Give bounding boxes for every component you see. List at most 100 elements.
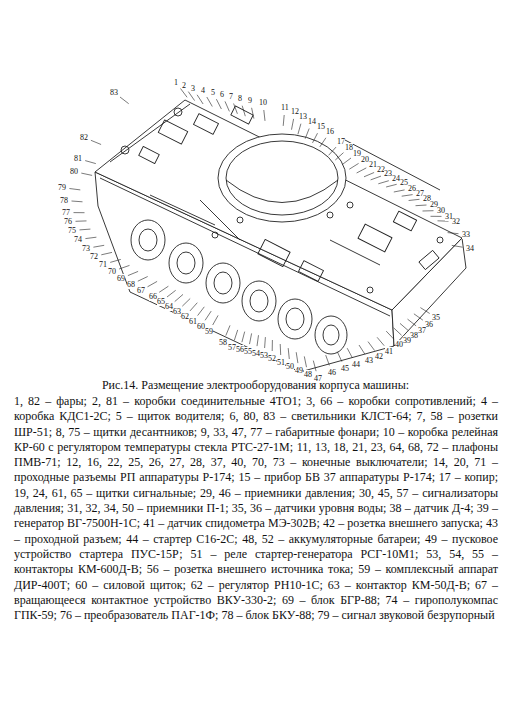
- glacis-edge: [110, 104, 190, 162]
- callout-number: 49: [295, 366, 303, 375]
- leader-line: [280, 344, 282, 355]
- callout-number: 66: [149, 292, 157, 301]
- callout-number: 63: [173, 307, 181, 316]
- callout-number: 79: [58, 183, 66, 192]
- callout-number: 5: [211, 88, 215, 97]
- callout-number: 53: [260, 351, 268, 360]
- callout-number: 39: [403, 336, 411, 345]
- leader-line: [357, 168, 367, 173]
- callout-number: 37: [418, 326, 426, 335]
- leader-line: [190, 303, 197, 311]
- leader-line: [313, 133, 318, 143]
- callout-number: 13: [299, 112, 307, 121]
- callout-number: 23: [384, 169, 392, 178]
- leader-line: [368, 342, 375, 351]
- leader-line: [182, 299, 190, 307]
- callout-number: 57: [228, 343, 236, 352]
- callout-number: 34: [466, 244, 474, 253]
- leader-line: [296, 352, 298, 363]
- leader-line: [257, 335, 259, 346]
- callout-number: 16: [326, 127, 334, 136]
- leader-line: [148, 281, 158, 286]
- callout-number: 32: [452, 217, 460, 226]
- leader-line: [85, 237, 96, 238]
- legend-text: 1, 82 – фары; 2, 81 – коробки соединител…: [14, 394, 498, 623]
- leader-line: [337, 352, 342, 362]
- leader-line: [167, 290, 176, 297]
- road-wheels: [131, 220, 347, 354]
- leader-line: [377, 337, 384, 345]
- callout-number: 81: [74, 154, 82, 163]
- leader-line: [272, 340, 273, 351]
- leader-line: [414, 314, 423, 320]
- callout-number: 75: [68, 226, 76, 235]
- callout-number: 11: [281, 103, 289, 112]
- leader-line: [416, 205, 427, 207]
- callout-number: 35: [432, 313, 440, 322]
- callout-number: 74: [74, 235, 82, 244]
- leader-line: [101, 252, 112, 254]
- leader-line: [110, 259, 121, 262]
- callout-number: 69: [117, 274, 125, 283]
- leader-line: [205, 311, 211, 320]
- callout-number: 21: [369, 160, 377, 169]
- leader-line: [423, 210, 434, 211]
- leader-line: [364, 173, 374, 177]
- callout-number: 55: [244, 347, 252, 356]
- leader-line: [378, 181, 389, 184]
- callout-number: 8: [238, 94, 242, 103]
- leader-line: [80, 229, 91, 231]
- callout-number: 14: [308, 117, 316, 126]
- callout-number: 68: [127, 280, 135, 289]
- leader-line: [69, 189, 80, 190]
- callout-number: 45: [341, 364, 349, 373]
- leader-line: [452, 245, 463, 247]
- leader-line: [91, 140, 101, 144]
- callout-number: 80: [70, 167, 78, 176]
- callout-number: 42: [375, 352, 383, 361]
- hull-illustration: [0, 0, 511, 380]
- leader-line: [326, 355, 330, 365]
- leader-line: [159, 286, 168, 292]
- callout-number: 71: [99, 260, 107, 269]
- leader-line: [386, 331, 394, 339]
- leader-line: [386, 184, 397, 187]
- leader-line: [288, 348, 289, 359]
- leader-line: [198, 307, 205, 316]
- callout-number: 17: [337, 137, 345, 146]
- callout-number: 46: [328, 368, 336, 377]
- callout-number: 61: [189, 317, 197, 326]
- leader-line: [359, 345, 365, 354]
- callout-number: 3: [191, 84, 195, 93]
- leader-line: [431, 216, 442, 217]
- leader-line: [252, 108, 254, 119]
- leader-line: [93, 245, 104, 247]
- leader-line: [85, 161, 96, 164]
- callout-number: 72: [90, 252, 98, 261]
- callout-number: 36: [425, 320, 433, 329]
- callout-number: 4: [201, 86, 205, 95]
- callout-number: 70: [108, 267, 116, 276]
- leader-line: [138, 277, 148, 282]
- leader-line: [76, 220, 87, 221]
- leader-line: [213, 315, 218, 325]
- callout-number: 50: [286, 362, 294, 371]
- leader-line: [128, 271, 138, 275]
- leader-line: [242, 106, 245, 117]
- callout-number: 2: [182, 81, 186, 90]
- leader-line: [197, 95, 203, 104]
- callout-number: 33: [462, 230, 470, 239]
- leader-line: [292, 119, 294, 130]
- callout-number: 43: [365, 356, 373, 365]
- leader-line: [207, 97, 213, 107]
- callout-number: 51: [277, 358, 285, 367]
- callout-number: 52: [268, 354, 276, 363]
- leader-line: [120, 97, 129, 104]
- leader-line: [234, 104, 238, 114]
- callout-number: 6: [220, 90, 224, 99]
- leader-line: [420, 308, 429, 314]
- leader-line: [402, 195, 413, 197]
- leader-line: [72, 201, 83, 203]
- leader-line: [242, 332, 245, 343]
- leader-line: [74, 212, 85, 213]
